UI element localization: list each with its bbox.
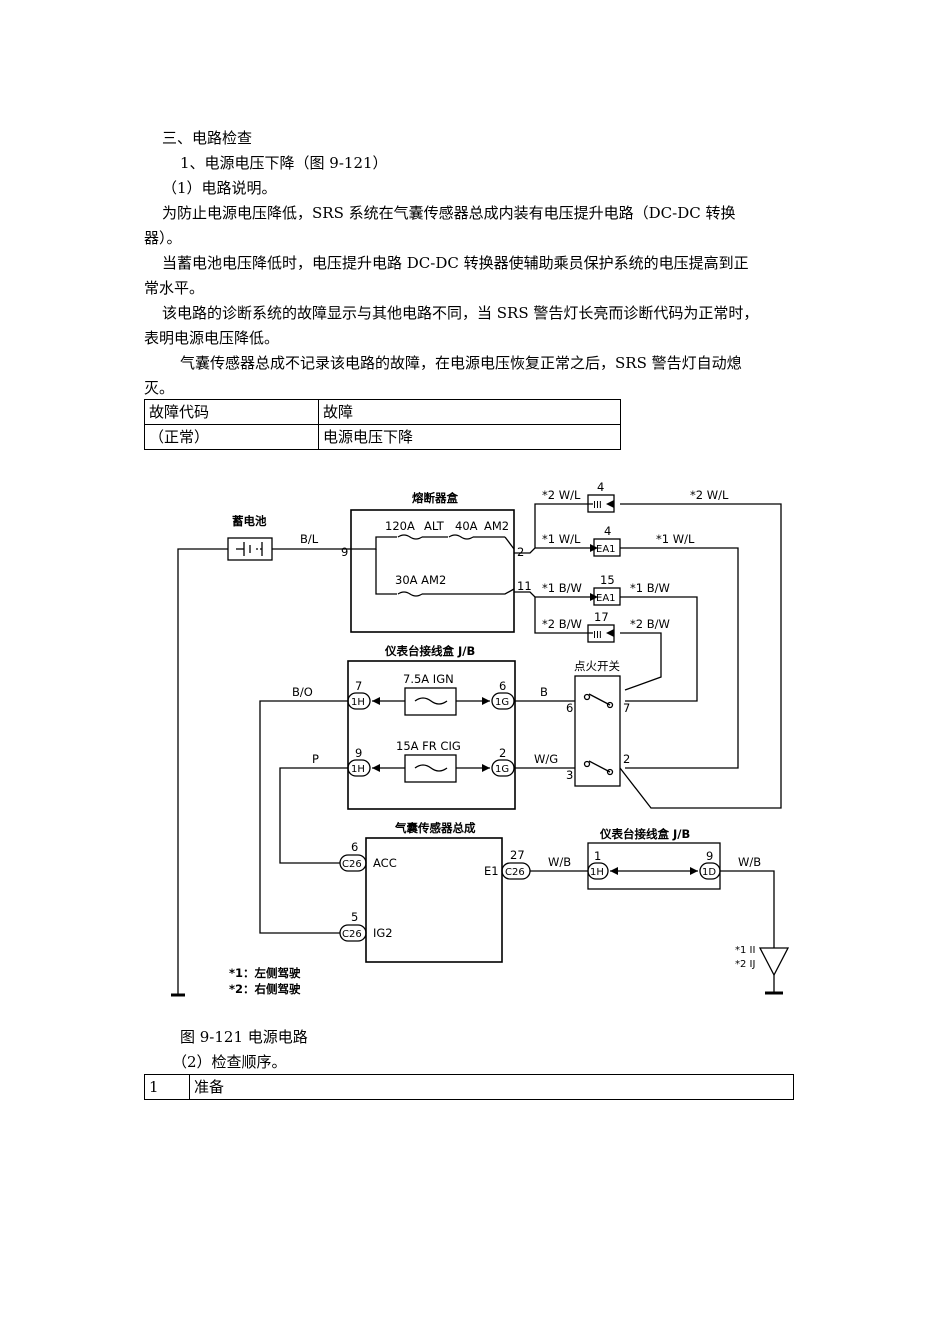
table-cell: （正常） (144, 424, 319, 450)
ground-note-2: *2 IJ (735, 959, 755, 970)
wire-wb-b-label: W/B (738, 855, 761, 869)
pin-9-label: 9 (341, 545, 348, 559)
wire-b-label: B (540, 685, 548, 699)
wire-wl-1b-label: *1 W/L (656, 532, 695, 546)
table-row: （正常） 电源电压下降 (144, 424, 621, 450)
para3-line1: 该电路的诊断系统的故障显示与其他电路不同，当 SRS 警告灯长亮而诊断代码为正常… (162, 304, 759, 322)
sensor-acc-label: ACC (373, 856, 397, 870)
ground-note-1: *1 II (735, 945, 755, 956)
wire-bw-2b-label: *2 B/W (630, 617, 670, 631)
jb-pin-7: 7 (355, 679, 362, 693)
fuse-box (350, 509, 515, 633)
ignition-pin-7: 7 (623, 701, 630, 715)
wire-wg-label: W/G (534, 752, 558, 766)
fuse-box-label: 熔断器盒 (412, 491, 458, 505)
jb-box (347, 660, 516, 810)
pin-2-label: 2 (517, 545, 524, 559)
wire-bl-label: B/L (300, 532, 319, 546)
fuse-cig-label: 15A FR CIG (396, 739, 461, 753)
para4-line2: 灭。 (144, 379, 175, 397)
fuse-40a-label: 40A (455, 519, 478, 533)
para2-line1: 当蓄电池电压降低时，电压提升电路 DC-DC 转换器使辅助乘员保护系统的电压提高… (162, 254, 749, 272)
c26-pin-27: 27 (510, 848, 525, 862)
wire-bo-label: B/O (292, 685, 313, 699)
ignition-switch-label: 点火开关 (574, 659, 620, 673)
section-title: 三、电路检查 (162, 129, 253, 147)
connector-c26-acc: C26 (342, 859, 362, 870)
airbag-sensor-box (365, 837, 503, 963)
wire-wb-a-label: W/B (548, 855, 571, 869)
wire-wl-2a-label: *2 W/L (542, 488, 581, 502)
fuse-ign-label: 7.5A IGN (403, 672, 454, 686)
jb2-box (587, 842, 721, 890)
connector-c26-ig2: C26 (342, 929, 362, 940)
jb-label: 仪表台接线盒 J/B (384, 644, 475, 658)
para3-line2: 表明电源电压降低。 (144, 329, 280, 347)
circuit-diagram: 蓄电池 熔断器盒 120A ALT 40A AM2 30A AM2 B/L 9 … (171, 480, 790, 997)
connector-1h-b: 1H (351, 764, 365, 775)
connector-4-top-pin: 4 (597, 480, 604, 494)
connector-1g-b: 1G (495, 764, 509, 775)
para1-line2: 器）。 (144, 229, 182, 247)
table-cell: 电源电压下降 (318, 424, 621, 450)
fault-table: 故障代码 故障 （正常） 电源电压下降 (144, 399, 621, 450)
item1-title: （1）电路说明。 (162, 179, 277, 197)
connector-iii-top-label: III (593, 500, 602, 511)
table-cell: 1 (144, 1074, 190, 1100)
wire-bw-2a-label: *2 B/W (542, 617, 582, 631)
jb2-label: 仪表台接线盒 J/B (599, 827, 690, 841)
c26-pin-5: 5 (351, 910, 358, 924)
connector-1h-c: 1H (590, 867, 604, 878)
battery-label: 蓄电池 (232, 514, 267, 528)
wire-wl-2b-label: *2 W/L (690, 488, 729, 502)
sensor-ig2-label: IG2 (373, 926, 393, 940)
connector-15-pin: 15 (600, 573, 615, 587)
figure-caption: 图 9-121 电源电路 (180, 1028, 308, 1046)
table-cell: 准备 (189, 1074, 794, 1100)
wire-p-label: P (312, 752, 319, 766)
sensor-e1-label: E1 (484, 864, 499, 878)
table-header-cell: 故障代码 (144, 399, 319, 425)
table-row: 1 准备 (144, 1074, 794, 1100)
para1-line1: 为防止电源电压降低，SRS 系统在气囊传感器总成内装有电压提升电路（DC-DC … (162, 204, 736, 222)
ignition-pin-2: 2 (623, 752, 630, 766)
connector-4-mid-pin: 4 (604, 524, 611, 538)
connector-ea1-b-label: EA1 (596, 593, 616, 604)
connector-1h-a: 1H (351, 697, 365, 708)
legend-2: *2：右侧驾驶 (229, 982, 301, 996)
connector-ea1-a-label: EA1 (596, 544, 616, 555)
table-row: 故障代码 故障 (144, 399, 621, 425)
wire-bw-1a-label: *1 B/W (542, 581, 582, 595)
c26-pin-6: 6 (351, 840, 358, 854)
jb2-pin-9: 9 (706, 849, 713, 863)
para4-line1: 气囊传感器总成不记录该电路的故障，在电源电压恢复正常之后，SRS 警告灯自动熄 (180, 354, 742, 372)
wire-wl-1a-label: *1 W/L (542, 532, 581, 546)
pin-11-label: 11 (517, 579, 532, 593)
item2-title: （2）检查顺序。 (172, 1053, 287, 1071)
connector-1g-a: 1G (495, 697, 509, 708)
jb-pin-2: 2 (499, 746, 506, 760)
para2-line2: 常水平。 (144, 279, 205, 297)
fuse-30a-am2-label: 30A AM2 (395, 573, 446, 587)
jb-pin-9: 9 (355, 746, 362, 760)
sensor-label: 气囊传感器总成 (394, 821, 476, 835)
ignition-pin-3: 3 (566, 768, 573, 782)
connector-1d: 1D (702, 867, 716, 878)
table-header-cell: 故障 (318, 399, 621, 425)
step-table: 1 准备 (144, 1074, 794, 1100)
fuse-120a-label: 120A (385, 519, 415, 533)
connector-iii-bottom-label: III (593, 630, 602, 641)
fuse-am2-label: AM2 (484, 519, 509, 533)
ignition-switch (574, 675, 621, 787)
jb2-pin-1: 1 (594, 849, 601, 863)
wire-bw-1b-label: *1 B/W (630, 581, 670, 595)
jb-pin-6: 6 (499, 679, 506, 693)
connector-c26-e1: C26 (505, 867, 525, 878)
subsection-title: 1、电源电压下降（图 9-121） (180, 154, 388, 172)
connector-17-pin: 17 (594, 610, 609, 624)
legend-1: *1：左侧驾驶 (229, 966, 301, 980)
ignition-pin-6: 6 (566, 701, 573, 715)
fuse-alt-label: ALT (424, 519, 445, 533)
